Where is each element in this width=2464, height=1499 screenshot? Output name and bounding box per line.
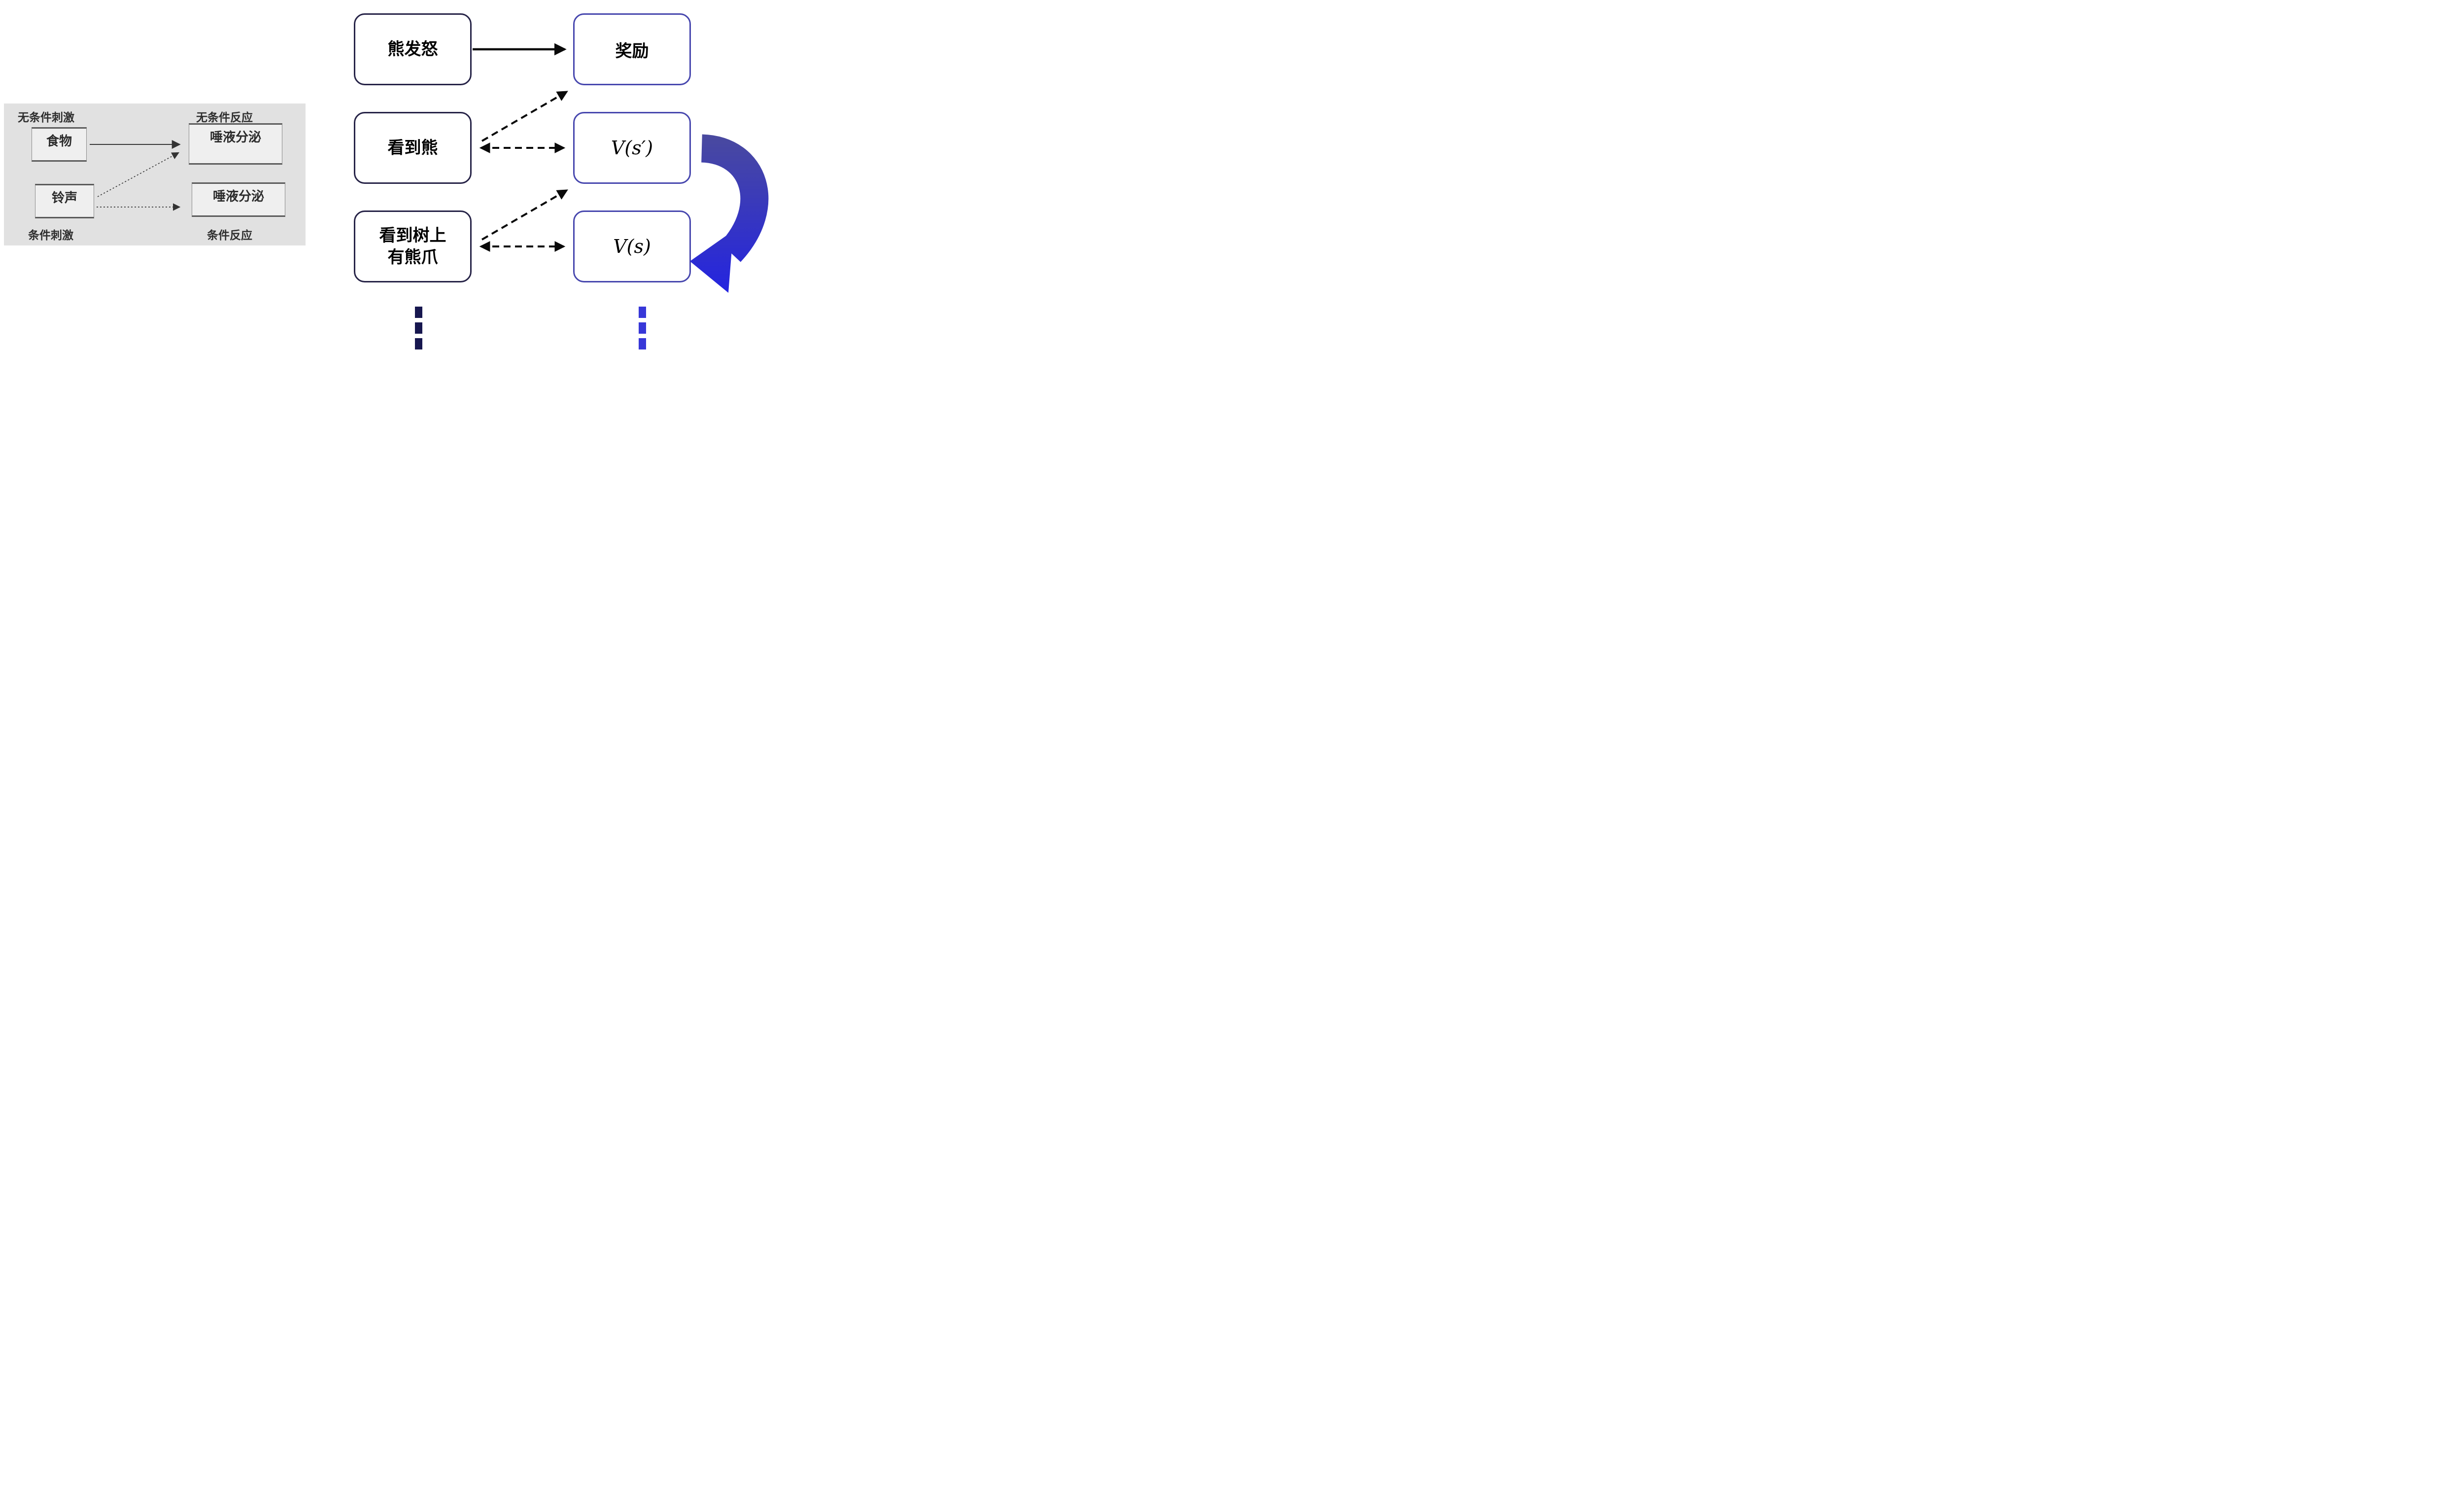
ellipsis-dash (415, 307, 422, 318)
ellipsis-dots-values (639, 307, 646, 351)
box-bell: 铃声 (35, 184, 94, 218)
node-reward-label: 奖励 (615, 41, 649, 61)
ellipsis-dash (639, 307, 646, 318)
ellipsis-dash (415, 338, 422, 349)
ellipsis-dots-stimuli (415, 307, 422, 351)
node-see-bear-claw-label: 看到树上 有熊爪 (379, 226, 446, 267)
diagram-canvas: 无条件刺激 无条件反应 食物 唾液分泌 铃声 唾液分泌 条件刺激 条件反应 熊发… (0, 0, 774, 351)
arrow-see-bear-to-reward-diagonal (481, 91, 568, 142)
node-value-s-prime-label: V(s′) (611, 137, 653, 159)
box-food: 食物 (32, 127, 87, 162)
label-unconditioned-stimulus: 无条件刺激 (18, 111, 74, 124)
ellipsis-dash (415, 322, 422, 334)
node-bear-angry: 熊发怒 (354, 13, 472, 85)
label-unconditioned-response: 无条件反应 (196, 111, 253, 124)
box-salivation-unconditioned: 唾液分泌 (189, 123, 282, 165)
ellipsis-dash (639, 322, 646, 334)
label-conditioned-stimulus: 条件刺激 (28, 229, 73, 242)
node-bear-angry-label: 熊发怒 (387, 39, 438, 59)
node-see-bear-label: 看到熊 (387, 138, 438, 157)
label-conditioned-response: 条件反应 (207, 229, 252, 242)
node-reward: 奖励 (573, 13, 691, 85)
pavlov-conditioning-panel: 无条件刺激 无条件反应 食物 唾液分泌 铃声 唾液分泌 条件刺激 条件反应 (4, 104, 306, 245)
backup-curve-arrow (690, 134, 769, 293)
node-value-s: V(s) (573, 210, 691, 282)
box-salivation-conditioned: 唾液分泌 (192, 182, 285, 217)
node-value-s-prime: V(s′) (573, 112, 691, 184)
node-value-s-label: V(s) (613, 236, 651, 257)
node-see-bear-claw: 看到树上 有熊爪 (354, 210, 472, 282)
ellipsis-dash (639, 338, 646, 349)
arrow-see-claw-to-value-s-prime-diagonal (481, 189, 568, 241)
node-see-bear: 看到熊 (354, 112, 472, 184)
